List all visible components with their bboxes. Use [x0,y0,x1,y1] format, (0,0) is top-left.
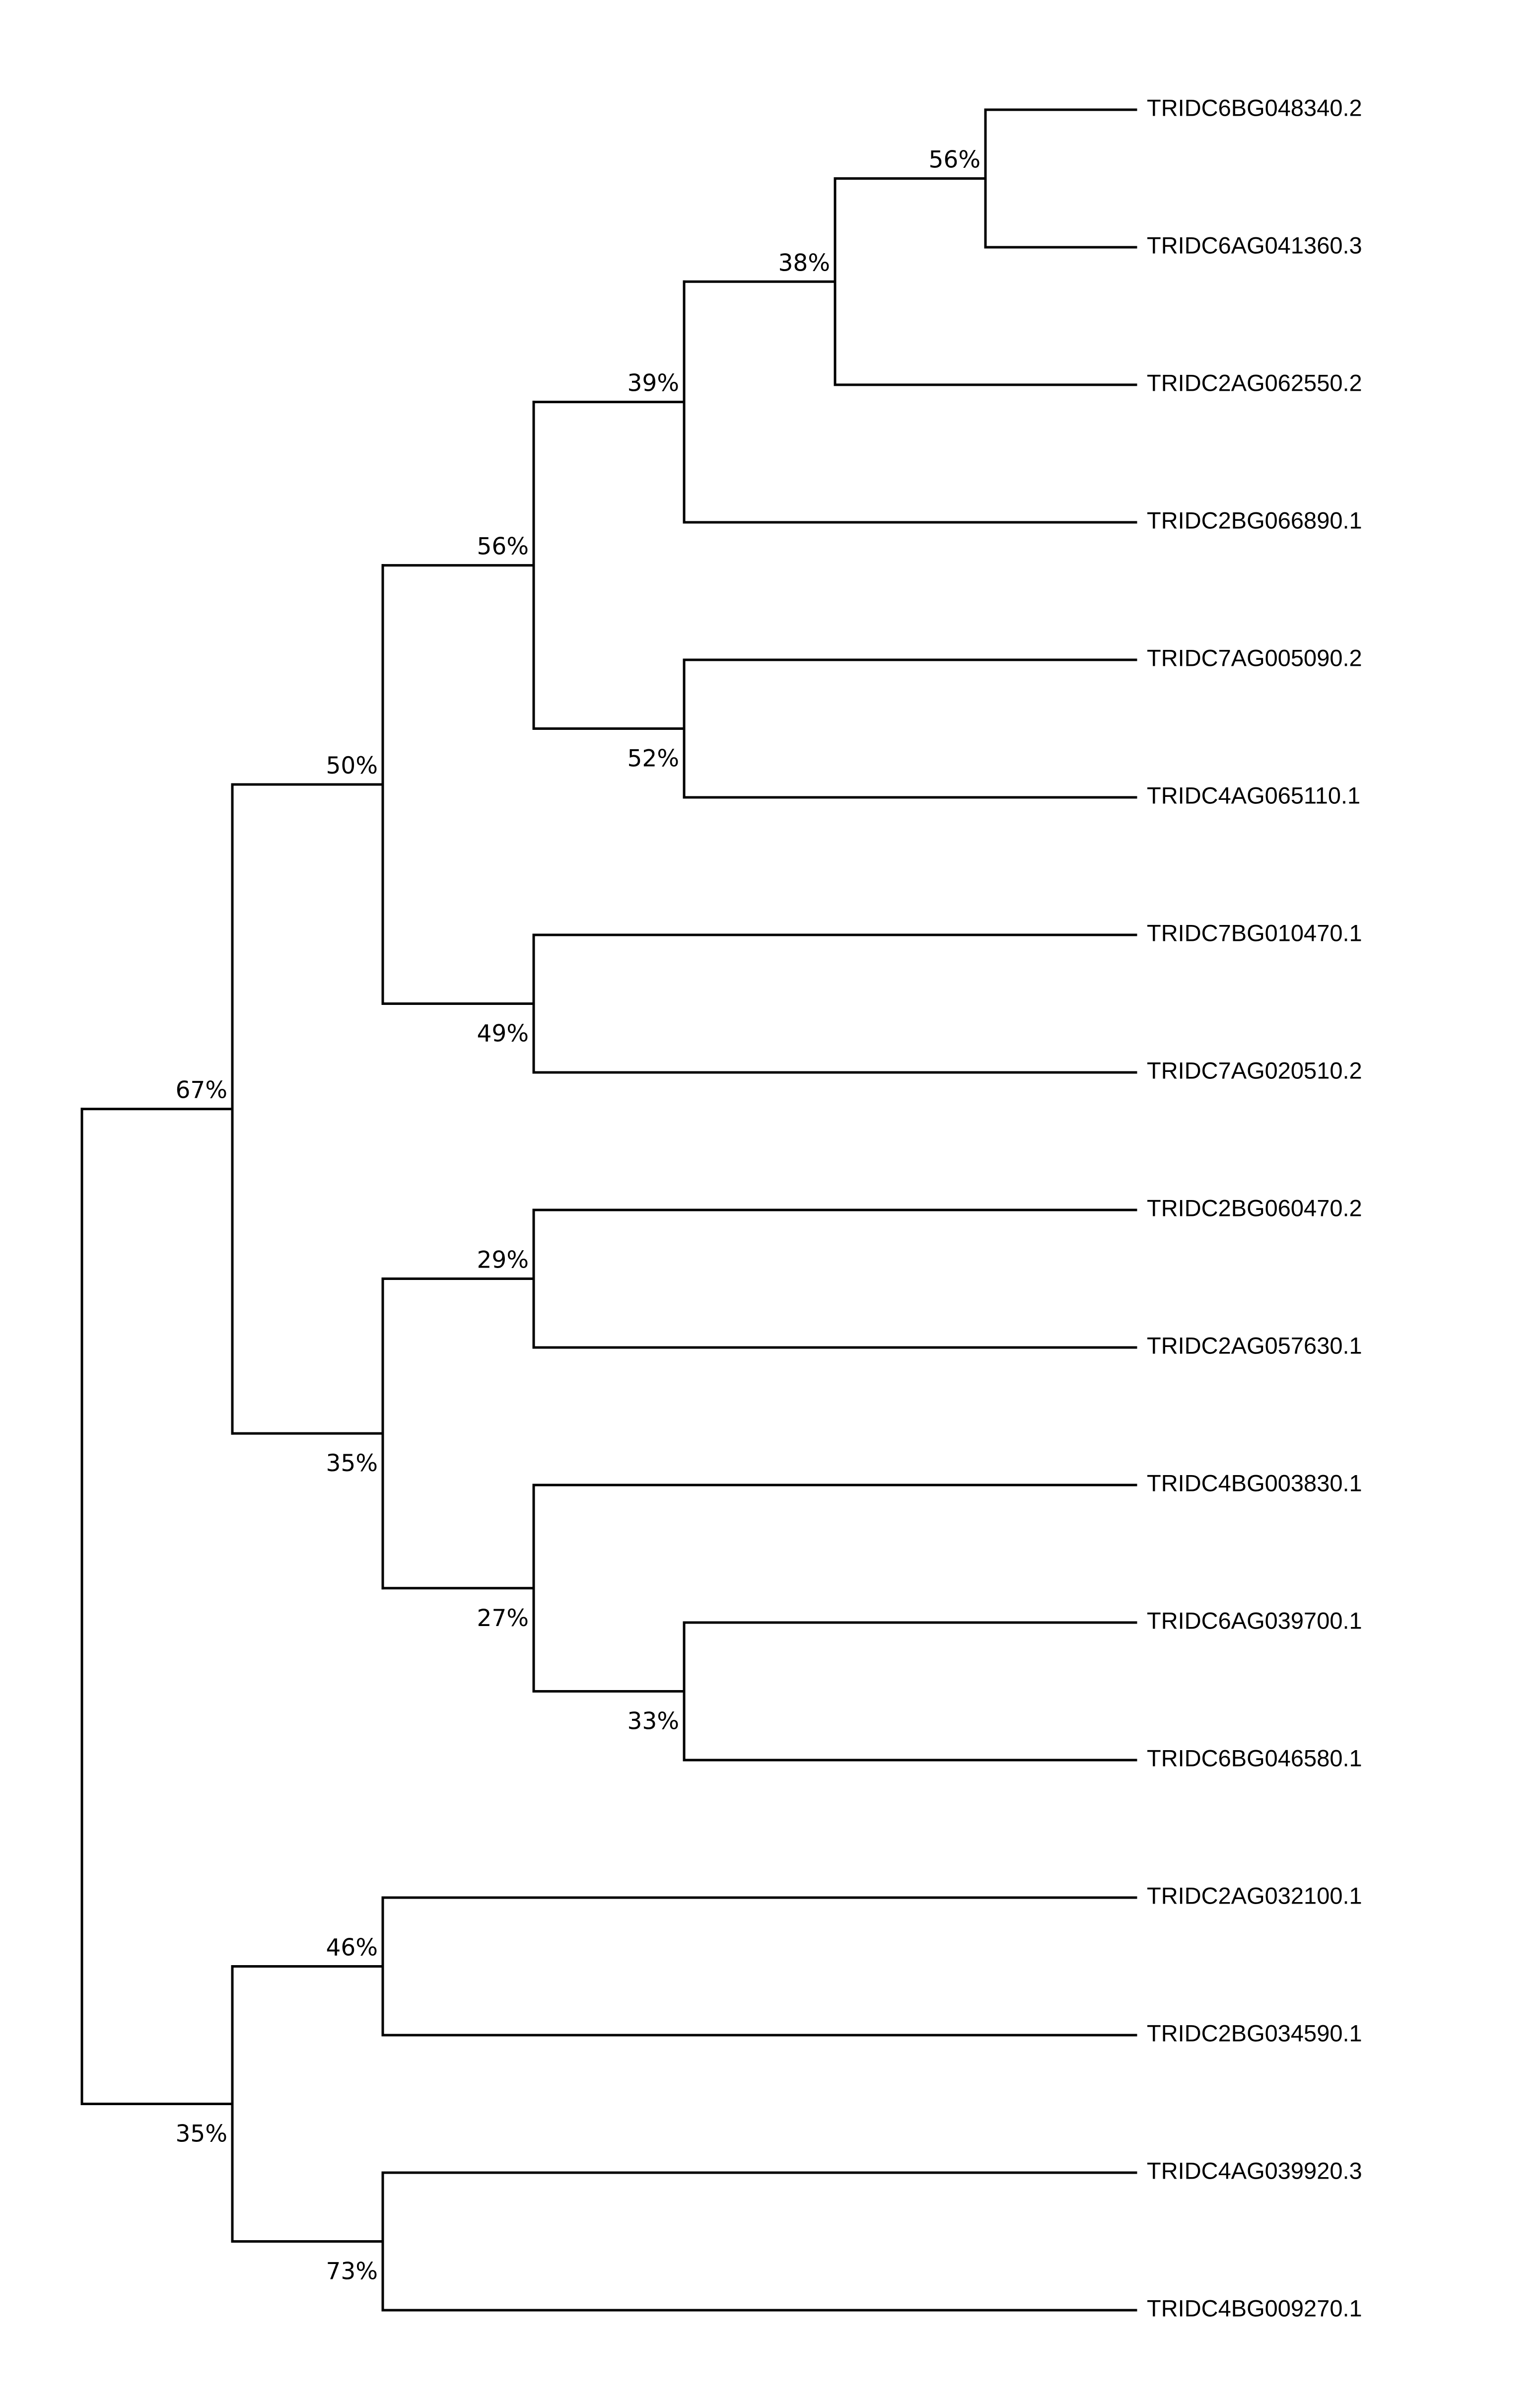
leaf-label: TRIDC4BG003830.1 [1147,1470,1362,1496]
support-value-n10: 27% [477,1605,529,1632]
leaf-label: TRIDC2BG034590.1 [1147,2020,1362,2046]
leaf-label: TRIDC4AG039920.3 [1147,2157,1362,2184]
support-values: 56% 38% 39% 52% 56% 49% 50% 29% 33% 27% 35% 67% 46% 7… [176,146,980,2285]
leaf-label: TRIDC2AG062550.2 [1147,369,1362,396]
leaf-labels: TRIDC6BG048340.2TRIDC6AG041360.3TRIDC2AG… [1147,94,1362,2321]
leaf-label: TRIDC7BG010470.1 [1147,920,1362,946]
leaf-label: TRIDC4BG009270.1 [1147,2295,1362,2321]
support-value-n7: 50% [326,752,378,779]
support-value-n14: 73% [326,2258,378,2285]
support-value-n12: 67% [176,1077,227,1104]
leaf-label: TRIDC7AG005090.2 [1147,644,1362,671]
leaf-label: TRIDC4AG065110.1 [1147,782,1360,808]
support-value-n4: 52% [628,745,679,773]
leaf-label: TRIDC6AG041360.3 [1147,232,1362,258]
support-value-n15: 35% [176,2121,227,2148]
leaf-label: TRIDC2BG060470.2 [1147,1195,1362,1221]
support-value-n11: 35% [326,1450,378,1477]
support-value-n9: 33% [628,1708,679,1735]
tree-branches [80,108,1137,2312]
leaf-label: TRIDC6BG048340.2 [1147,94,1362,121]
support-value-n2: 38% [778,249,830,277]
leaf-label: TRIDC2AG032100.1 [1147,1882,1362,1909]
support-value-n13: 46% [326,1934,378,1962]
support-value-n6: 49% [477,1020,529,1048]
leaf-label: TRIDC2AG057630.1 [1147,1332,1362,1358]
leaf-label: TRIDC6BG046580.1 [1147,1745,1362,1771]
leaf-label: TRIDC7AG020510.2 [1147,1057,1362,1083]
support-value-n8: 29% [477,1247,529,1274]
leaf-label: TRIDC2BG066890.1 [1147,507,1362,533]
support-value-n3: 39% [628,370,679,397]
support-value-n1: 56% [929,146,980,174]
support-value-n5: 56% [477,533,529,561]
leaf-label: TRIDC6AG039700.1 [1147,1607,1362,1633]
